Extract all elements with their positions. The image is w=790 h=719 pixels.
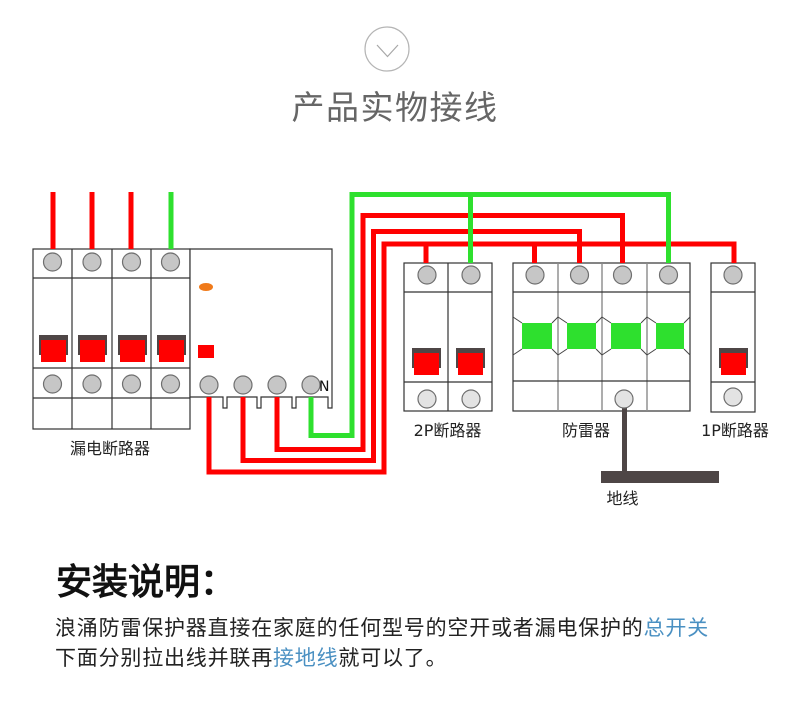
input-terminal <box>569 265 590 285</box>
neutral-marker: N <box>319 379 329 395</box>
window-bevel <box>646 316 657 324</box>
toggle-switch <box>412 348 441 375</box>
window-bevel <box>640 348 648 356</box>
rcd-output-terminal <box>199 375 219 395</box>
toggle-lever <box>414 353 439 375</box>
status-indicator <box>611 323 641 349</box>
window-bevel <box>512 316 523 324</box>
window-bevel <box>512 348 523 356</box>
input-terminal <box>525 265 545 285</box>
output-terminal <box>82 374 102 394</box>
input-terminal <box>658 265 679 285</box>
toggle-lever <box>41 340 66 362</box>
window-bevel <box>646 348 657 356</box>
output-wire-live-1 <box>206 241 737 475</box>
output-wire-neutral <box>308 192 671 438</box>
toggle-switch <box>118 335 147 362</box>
breaker-1p-label: 1P断路器 <box>701 421 769 440</box>
instruction-text: 就可以了。 <box>338 646 448 670</box>
status-window <box>512 316 559 356</box>
output-wire-live-3 <box>274 213 625 452</box>
toggle-lever <box>458 353 483 375</box>
output-terminal <box>160 374 181 394</box>
input-terminal <box>42 252 63 272</box>
window-bevel <box>640 316 648 324</box>
rcd-output-terminal <box>301 375 321 395</box>
input-terminal <box>612 265 633 285</box>
test-button <box>198 345 214 358</box>
ground-bar <box>601 471 719 483</box>
wiring <box>50 192 737 475</box>
rcd-breaker-label: 漏电断路器 <box>70 439 150 458</box>
output-wire-live-2 <box>240 229 582 463</box>
window-bevel <box>551 348 559 356</box>
toggle-lever <box>120 340 145 362</box>
window-bevel <box>683 348 691 356</box>
highlight-main-switch: 总开关 <box>643 616 710 640</box>
breaker-1p: 1P断路器 <box>701 262 769 440</box>
status-window <box>557 316 603 356</box>
breaker-2p: 2P断路器 <box>403 262 493 440</box>
toggle-switch <box>719 348 748 375</box>
status-indicator <box>567 323 596 349</box>
rcd-breaker: N 漏电断路器 <box>32 248 333 458</box>
rcd-module-body <box>189 248 333 409</box>
input-terminal <box>121 252 142 272</box>
status-indicator <box>656 323 684 349</box>
instruction-text: 下面分别拉出线并联再 <box>55 646 273 670</box>
surge-protector: 防雷器 <box>512 262 691 440</box>
input-terminal <box>82 252 102 272</box>
toggle-switch <box>456 348 485 375</box>
chevron-down-circle-icon <box>364 26 410 72</box>
ground-label: 地线 <box>606 489 638 508</box>
ground-terminal <box>614 389 634 409</box>
output-terminal <box>417 389 437 409</box>
window-bevel <box>601 316 612 324</box>
input-terminal <box>160 252 181 272</box>
breaker-2p-label: 2P断路器 <box>414 421 482 440</box>
surge-protector-label: 防雷器 <box>562 421 610 440</box>
page-title: 产品实物接线 <box>291 88 499 127</box>
output-terminal <box>42 374 63 394</box>
window-bevel <box>557 316 568 324</box>
input-terminal <box>417 265 437 285</box>
instructions-line: 浪涌防雷保护器直接在家庭的任何型号的空开或者漏电保护的总开关 <box>55 613 709 643</box>
window-bevel <box>557 348 568 356</box>
icon-circle <box>364 26 410 72</box>
highlight-ground-wire: 接地线 <box>273 646 339 670</box>
window-bevel <box>683 316 691 324</box>
window-bevel <box>601 348 612 356</box>
icon-chevron <box>376 44 399 58</box>
toggle-switch <box>157 335 186 362</box>
window-bevel <box>551 316 559 324</box>
input-terminal <box>461 265 481 285</box>
toggle-switch <box>78 335 107 362</box>
window-bevel <box>595 348 603 356</box>
status-window <box>646 316 691 356</box>
instruction-text: 浪涌防雷保护器直接在家庭的任何型号的空开或者漏电保护的 <box>55 616 644 640</box>
input-terminal <box>723 265 743 285</box>
ground: 地线 <box>601 389 719 508</box>
instructions-text: 浪涌防雷保护器直接在家庭的任何型号的空开或者漏电保护的总开关 下面分别拉出线并联… <box>55 613 709 673</box>
toggle-lever <box>80 340 105 362</box>
indicator-light <box>199 283 213 291</box>
output-terminal <box>723 387 743 407</box>
instructions-heading: 安装说明： <box>56 562 237 603</box>
window-bevel <box>595 316 603 324</box>
toggle-switch <box>39 335 68 362</box>
toggle-lever <box>721 353 746 375</box>
rcd-output-terminal <box>233 375 253 395</box>
output-terminal <box>461 389 481 409</box>
toggle-lever <box>159 340 184 362</box>
instructions-line: 下面分别拉出线并联再接地线就可以了。 <box>55 643 709 673</box>
output-terminal <box>121 374 142 394</box>
status-window <box>601 316 648 356</box>
status-indicator <box>522 323 552 349</box>
rcd-output-terminal <box>267 375 287 395</box>
